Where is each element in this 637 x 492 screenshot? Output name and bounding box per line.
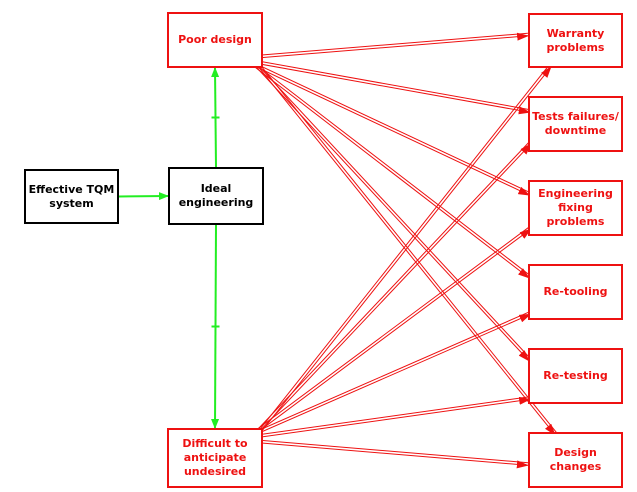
node-tests-failures-downtime: Tests failures/ downtime [528,96,623,152]
node-warranty-problems: Warranty problems [528,13,623,68]
node-effective-tqm-system: Effective TQM system [24,169,119,224]
edge-poor-design-to-engineering-fixing-arrow [248,62,531,196]
edge-poor-design-to-design-changes-arrow [259,68,556,436]
edge-difficult-to-retesting-arrow [245,396,532,440]
edge-poor-design-to-retooling-arrow [253,62,532,277]
edge-poor-design-to-retooling-arrow [251,64,531,279]
node-ideal-engineering: Ideal engineering [168,167,264,225]
edge-difficult-to-retesting-arrow [244,396,530,438]
edge-poor-design-to-tests-failures-arrow [244,60,531,115]
edge-difficult-to-design-changes-arrow [241,438,529,464]
edge-difficult-to-design-changes-arrow [240,440,529,469]
edge-difficult-to-engineering-fixing-arrow [253,228,532,436]
edge-poor-design-to-tests-failures-arrow [245,58,531,111]
edge-poor-design-to-warranty-arrow [240,32,528,58]
node-poor-design: Poor design [167,12,263,68]
node-design-changes: Design changes [528,432,623,488]
edge-difficult-to-retooling-arrow [248,311,530,436]
edge-poor-design-to-retesting-arrow [257,64,532,360]
node-re-testing: Re-testing [528,348,623,404]
edge-poor-design-to-design-changes-arrow [261,66,558,434]
edge-poor-design-to-warranty-arrow [241,32,530,60]
edge-poor-design-to-engineering-fixing-arrow [249,60,531,194]
edge-difficult-to-warranty-arrow [261,66,552,432]
edge-difficult-to-tests-failures-arrow [255,141,530,432]
edge-difficult-to-tests-failures-arrow [257,143,532,434]
node-engineering-fixing-problems: Engineering fixing problems [528,180,623,236]
node-difficult-to-anticipate: Difficult to anticipate undesired [167,428,263,488]
edge-effective-tqm-to-ideal-engineering-arrow [118,192,169,201]
edge-difficult-to-engineering-fixing-arrow [251,226,530,434]
edge-difficult-to-retooling-arrow [249,313,532,438]
edge-difficult-to-warranty-arrow [259,64,550,430]
node-re-tooling: Re-tooling [528,264,623,320]
